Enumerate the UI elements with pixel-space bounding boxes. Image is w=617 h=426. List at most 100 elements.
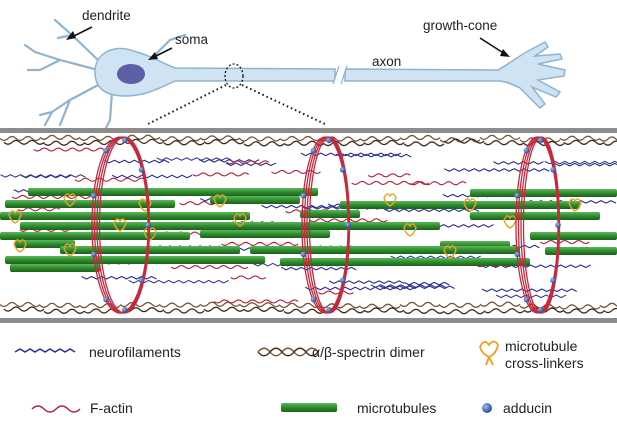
microtubule xyxy=(210,196,300,204)
microtubule xyxy=(20,222,440,230)
neurofilament xyxy=(554,162,617,167)
spectrin-filament xyxy=(359,136,401,142)
adducin xyxy=(555,222,561,228)
microtubule xyxy=(5,256,265,264)
spectrin-filament xyxy=(3,139,45,145)
spectrin-filament xyxy=(199,135,241,141)
spectrin-filament xyxy=(119,301,161,308)
neuron-overview xyxy=(23,18,566,132)
microtubule xyxy=(10,264,100,272)
f-actin-filament xyxy=(351,180,430,185)
legend-adducin: adducin xyxy=(503,400,552,416)
legend-crosslinkers-line1: microtubule xyxy=(505,338,578,354)
microtubule xyxy=(250,246,520,254)
f-actin-filament xyxy=(271,169,321,174)
microtubule xyxy=(340,201,580,209)
neurofilament xyxy=(443,168,550,172)
adducin xyxy=(550,166,556,173)
zoom-region xyxy=(224,63,244,89)
adducin xyxy=(103,147,109,154)
neurofilament xyxy=(225,162,277,167)
spectrin-filament xyxy=(603,307,617,314)
legend-neurofilaments: neurofilaments xyxy=(89,344,181,360)
neurofilament xyxy=(281,266,357,271)
microtubule xyxy=(470,212,600,220)
legend-microtubule-swatch xyxy=(281,403,337,412)
crosslinker xyxy=(443,245,457,259)
spectrin-filament xyxy=(199,301,241,307)
f-actin-filament xyxy=(226,160,270,165)
crosslinker xyxy=(463,198,477,212)
spectrin-filament xyxy=(603,140,617,146)
neurofilament xyxy=(544,160,617,165)
adducin xyxy=(523,296,530,303)
adducin xyxy=(145,222,151,228)
zoom-line-left xyxy=(147,84,227,125)
adducin xyxy=(514,251,521,258)
spectrin-filament xyxy=(323,140,365,147)
spectrin-filament xyxy=(203,139,245,145)
growth-cone-label: growth-cone xyxy=(423,18,497,33)
spectrin-filament xyxy=(279,302,321,309)
legend: neurofilaments α/β-spectrin dimer microt… xyxy=(14,338,584,416)
spectrin-filament xyxy=(243,306,285,312)
spectrin-filament xyxy=(0,301,41,308)
spectrin-filament xyxy=(0,135,41,142)
spectrin-filament xyxy=(399,134,441,141)
crosslinker xyxy=(13,239,27,253)
f-actin-filament xyxy=(539,240,590,245)
adducin xyxy=(339,277,346,284)
spectrin-filament xyxy=(399,301,441,308)
soma-label: soma xyxy=(175,32,209,47)
legend-factin: F-actin xyxy=(90,400,133,416)
spectrin-filament xyxy=(279,135,321,142)
microtubule xyxy=(300,210,360,218)
spectrin-filament xyxy=(563,139,605,145)
legend-crosslinkers-line2: cross-linkers xyxy=(505,355,584,371)
f-actin-filament xyxy=(213,299,299,304)
spectrin-filament xyxy=(159,302,201,308)
f-actin-filament xyxy=(230,275,267,280)
spectrin-filament xyxy=(443,309,485,315)
adducin xyxy=(345,222,351,228)
spectrin-filament xyxy=(599,302,617,308)
adducin xyxy=(90,192,97,199)
crosslinker xyxy=(113,218,127,232)
adducin xyxy=(339,166,346,173)
f-actin-filament xyxy=(17,207,61,212)
crosslinker xyxy=(63,193,77,207)
neurofilament xyxy=(335,153,412,158)
spectrin-filament xyxy=(239,136,281,142)
soma-body xyxy=(94,47,336,97)
neurofilament xyxy=(403,281,450,286)
spectrin-filament xyxy=(559,135,601,141)
adducin xyxy=(300,251,307,258)
microtubule xyxy=(60,246,240,254)
spectrin-filament xyxy=(239,302,281,308)
neurofilament xyxy=(379,285,455,290)
membrane-top xyxy=(0,128,617,133)
adducin xyxy=(537,137,544,144)
axon-label: axon xyxy=(372,54,401,69)
spectrin-filament xyxy=(359,303,401,309)
microtubule xyxy=(200,230,330,238)
spectrin-filament xyxy=(403,141,445,147)
adducin xyxy=(122,306,128,313)
adducin xyxy=(326,137,332,144)
spectrin-filament xyxy=(163,140,205,146)
f-actin-filament xyxy=(367,173,411,178)
neurofilament xyxy=(304,286,416,291)
spectrin-filament xyxy=(479,301,521,307)
adducin xyxy=(537,306,544,313)
spectrin-filament xyxy=(43,140,85,146)
legend-spectrin: α/β-spectrin dimer xyxy=(312,344,425,360)
dendrite-label: dendrite xyxy=(82,8,131,23)
legend-factin-swatch xyxy=(31,405,81,413)
crosslinker xyxy=(213,194,227,208)
adducin xyxy=(300,192,307,199)
adducin xyxy=(138,166,145,173)
crosslinker xyxy=(233,213,247,227)
adducin xyxy=(90,251,97,258)
neurofilament xyxy=(493,160,544,165)
